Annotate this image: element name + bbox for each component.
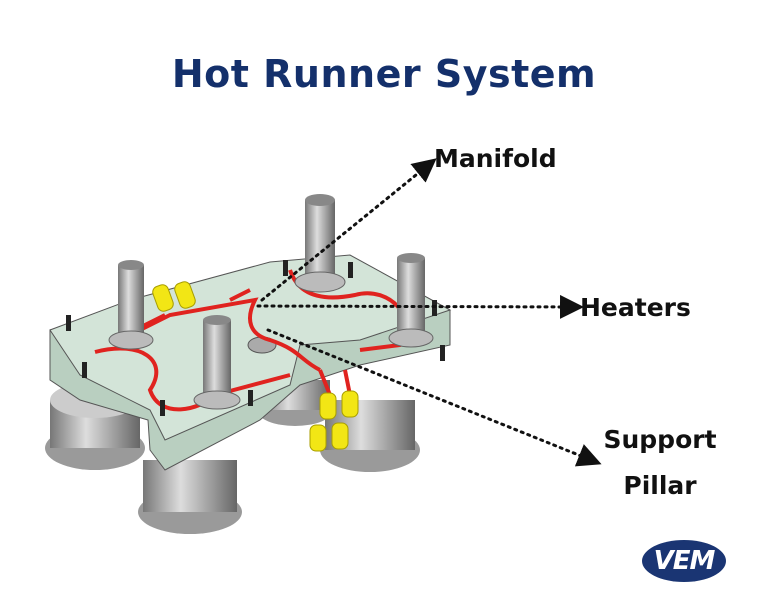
heaters-arrow — [256, 294, 584, 319]
heater — [341, 390, 359, 418]
heater — [309, 424, 327, 452]
heater — [331, 422, 349, 450]
heaters — [152, 281, 359, 452]
nozzle — [108, 260, 154, 350]
manifold-arrow — [260, 158, 437, 302]
vem-logo: VEM — [642, 540, 726, 582]
support-pillar-label-line2: Pillar — [623, 471, 697, 500]
nozzles — [108, 194, 434, 410]
support-pillar-label-line1: Support — [603, 425, 717, 454]
page-title: Hot Runner System — [171, 52, 597, 96]
heater — [152, 284, 174, 312]
nozzle — [193, 315, 241, 410]
nozzle — [388, 253, 434, 348]
leader-lines — [256, 158, 602, 467]
manifold-label: Manifold — [434, 144, 557, 173]
support-pillar — [138, 460, 242, 534]
heaters-label: Heaters — [580, 293, 691, 322]
support-pillars — [45, 380, 420, 534]
support-pillar-arrow — [266, 328, 602, 467]
nozzle — [294, 194, 346, 293]
heater — [174, 281, 196, 309]
heater — [319, 392, 337, 420]
